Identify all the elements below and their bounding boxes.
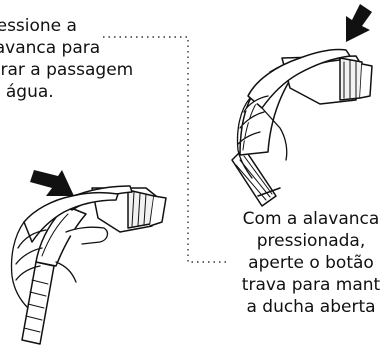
step-2-line: aperte o botão — [248, 253, 374, 273]
step-2-line: trava para mant — [241, 275, 381, 295]
step-2-line: pressionada, — [256, 231, 366, 251]
step-2-instruction: Com a alavanca pressionada, aperte o bot… — [226, 208, 382, 318]
hose — [231, 147, 281, 207]
step-1-line: erar a passagem — [0, 60, 134, 80]
dotted-connector-top — [103, 36, 230, 263]
step-1-instruction: ressione a lavanca para erar a passagem … — [0, 15, 133, 103]
hand-holding-shower-icon — [10, 185, 167, 345]
step-1-line: ressione a — [0, 16, 77, 36]
push-down-arrow-icon — [30, 170, 74, 196]
push-down-arrow-icon — [346, 4, 372, 42]
hose — [21, 261, 55, 345]
hand-holding-shower-icon — [231, 48, 373, 207]
step-1-line: e água. — [0, 82, 54, 102]
step-2-line: a ducha aberta — [246, 297, 376, 317]
step-1-line: lavanca para — [0, 38, 101, 58]
step-2-line: Com a alavanca — [242, 209, 380, 229]
